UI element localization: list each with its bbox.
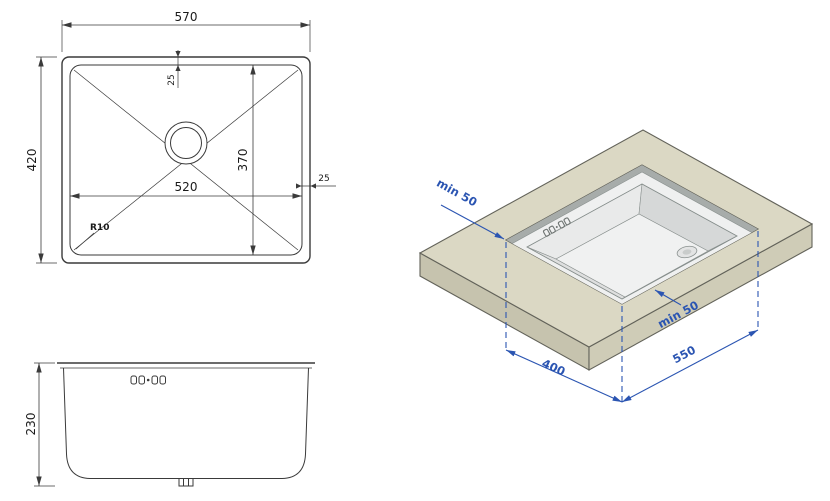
front-view: 230 (24, 362, 315, 487)
sink-body-outline (63, 367, 309, 479)
dim-label-inner-width: 520 (175, 180, 198, 194)
dim-outer-height: 420 (25, 56, 57, 264)
top-view: 570 420 520 370 25 25 (25, 10, 336, 264)
dim-label-cutout-width: 550 (670, 343, 698, 367)
bowl-bottom (555, 213, 709, 298)
bowl-opening-edge (526, 183, 738, 300)
dim-line-clearance-back (440, 204, 505, 240)
dim-inner-height: 370 (236, 65, 256, 255)
dim-line-clearance-front (654, 289, 682, 306)
overflow-icon (130, 375, 166, 385)
dim-rim-top: 25 (167, 50, 181, 88)
drain-inner-ring (170, 127, 202, 159)
dim-label-outer-height: 420 (25, 149, 39, 172)
dim-label-outer-width: 570 (175, 10, 198, 24)
drain-icon (178, 478, 194, 487)
dim-outer-width: 570 (61, 10, 311, 52)
dim-depth: 230 (24, 362, 55, 487)
dim-rim-right: 25 (296, 174, 336, 189)
iso-view: min 50 min 50 400 550 (418, 129, 814, 403)
dim-line-cutout-width (621, 329, 759, 403)
dim-label-rim-right: 25 (318, 174, 329, 184)
overflow-icon-iso (542, 217, 571, 237)
dim-label-clearance-back: min 50 (434, 176, 479, 210)
dim-corner-radius: R10 (75, 223, 109, 250)
sink-outer-edge (61, 56, 311, 264)
dim-label-corner-radius: R10 (90, 223, 109, 233)
dim-label-rim-top: 25 (167, 74, 177, 85)
dim-label-inner-height: 370 (236, 149, 250, 172)
iso-dimension-lines (440, 204, 759, 403)
dim-inner-width: 520 (70, 180, 302, 199)
dim-line-cutout-depth (505, 349, 623, 403)
sink-in-cutout (506, 165, 758, 304)
dim-label-depth: 230 (24, 413, 38, 436)
sink-bowl-edge (69, 64, 303, 256)
drain-icon-iso (676, 245, 698, 259)
